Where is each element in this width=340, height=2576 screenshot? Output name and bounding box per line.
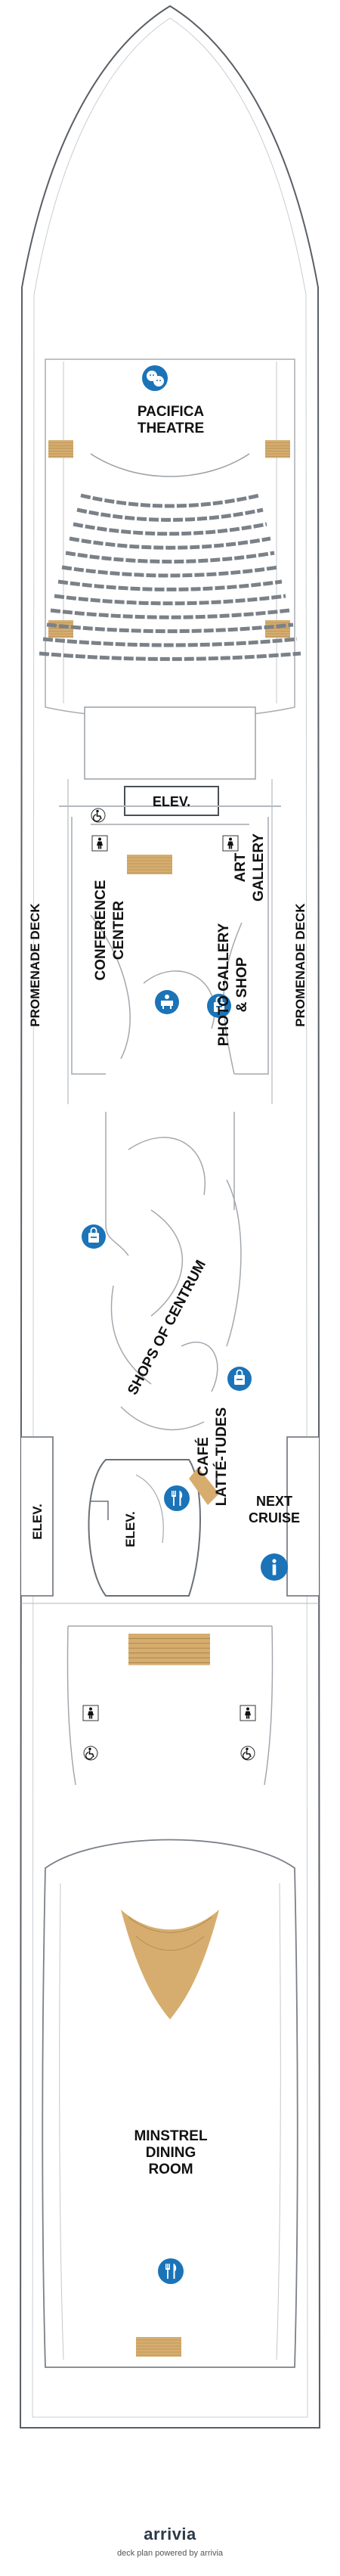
seat-row xyxy=(73,522,267,536)
fork-knife-icon xyxy=(158,2258,184,2284)
restroom-icon xyxy=(91,835,108,852)
seat-row xyxy=(54,594,286,606)
fork-knife-icon xyxy=(164,1485,190,1511)
seat-row xyxy=(39,651,301,661)
shopping-bag-icon xyxy=(81,1224,107,1249)
elevator-left-label: ELEV. xyxy=(30,1504,45,1540)
restroom-icon xyxy=(222,835,239,852)
pacifica-theatre-area xyxy=(39,358,301,719)
stairs-lower xyxy=(66,1625,274,1786)
theatre-masks-icon xyxy=(142,365,168,391)
seat-row xyxy=(57,579,283,591)
elevator-label: ELEV. xyxy=(153,794,190,809)
seat-row xyxy=(42,637,298,647)
seat-row xyxy=(61,565,279,578)
arrivia-logo: arrivia xyxy=(144,2525,196,2543)
restroom-icon xyxy=(240,1705,256,1721)
powered-by-text: deck plan powered by arrivia xyxy=(116,2549,224,2558)
theatre-seating xyxy=(39,493,301,661)
seat-row xyxy=(76,507,264,522)
promenade-lines xyxy=(67,779,273,1104)
information-icon xyxy=(261,1553,288,1581)
elevator-center-label: ELEV. xyxy=(123,1511,138,1547)
elevator-lobby-top xyxy=(59,706,281,816)
minstrel-dining-room-area xyxy=(42,1839,298,2368)
wheelchair-icon xyxy=(83,1746,98,1761)
hull-inner-line xyxy=(32,17,308,2418)
seat-row xyxy=(50,608,290,619)
seat-row xyxy=(65,551,275,564)
conference-icon xyxy=(155,990,179,1014)
seat-row xyxy=(80,493,260,508)
restroom-icon xyxy=(82,1705,99,1721)
seat-row xyxy=(69,536,271,550)
shopping-bag-icon xyxy=(227,1366,252,1392)
wheelchair-icon xyxy=(240,1746,255,1761)
promenade-deck-left-label: PROMENADE DECK xyxy=(28,903,42,1027)
seat-row xyxy=(46,622,294,634)
wheelchair-icon xyxy=(91,808,106,823)
stairs-mid xyxy=(126,854,173,875)
promenade-deck-right-label: PROMENADE DECK xyxy=(293,903,308,1027)
photo-gallery-label: PHOTO GALLERY& SHOP xyxy=(216,923,250,1046)
shops-walls xyxy=(105,1112,242,1431)
